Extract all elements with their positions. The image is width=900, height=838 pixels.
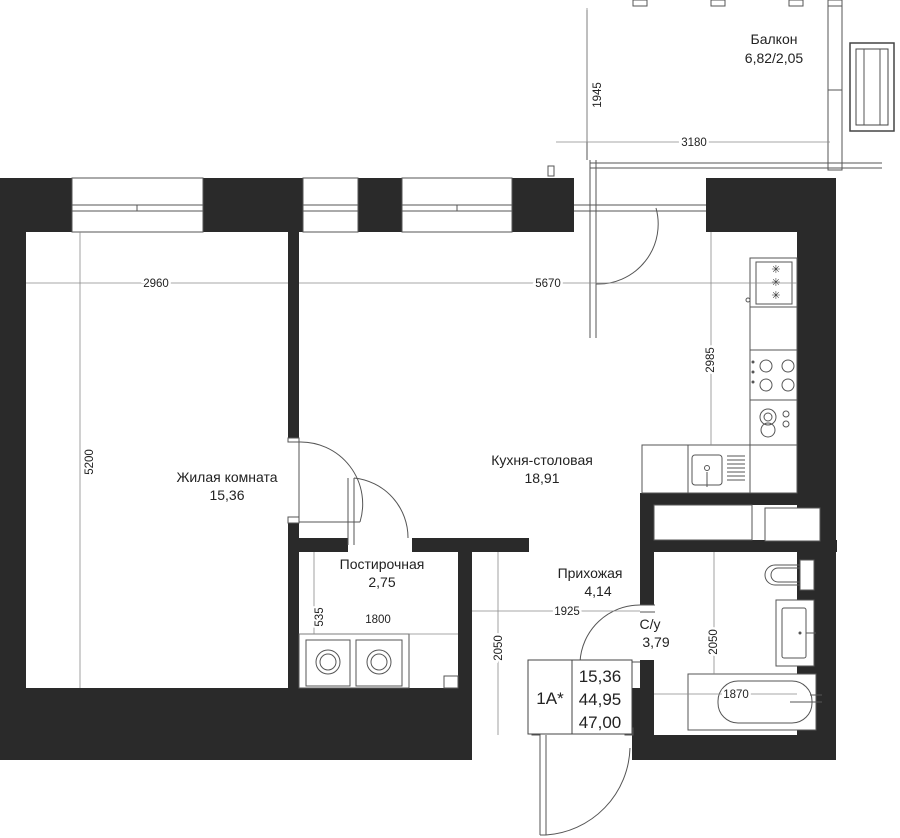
- balcony-dimensions: 1945 3180: [556, 8, 830, 152]
- door-laundry: [347, 477, 409, 545]
- apartment-living-area: 15,36: [579, 667, 622, 686]
- wall-laundry-top-right: [412, 538, 529, 552]
- washbasin-icon: [775, 599, 816, 667]
- window-living: [71, 177, 204, 233]
- laundry-area: 2,75: [368, 574, 395, 590]
- wall-top-pier-2: [358, 178, 402, 232]
- dim-laundry-width: 1800: [365, 614, 391, 626]
- toilet-icon: [764, 559, 815, 591]
- window-kitchen-1: [302, 177, 359, 233]
- dim-living-depth: 5200: [84, 449, 96, 475]
- dim-kitchen-depth: 2985: [705, 347, 717, 373]
- wall-laundry-left: [288, 522, 299, 688]
- wall-left: [0, 178, 26, 738]
- dimension-lines: 2960 5670 5200 2985 535 1800 1925 2050 2…: [26, 232, 797, 735]
- wall-laundry-top-left: [288, 538, 348, 552]
- wall-partition-living-kitchen: [288, 232, 299, 440]
- balcony-area: 6,82/2,05: [745, 50, 804, 66]
- washing-machine-1: [305, 639, 351, 687]
- windows: [71, 160, 706, 338]
- cooktop: [751, 359, 795, 392]
- info-box-frame: [527, 659, 633, 735]
- wall-bath-left-lower: [640, 660, 654, 700]
- wall-bath-mid: [640, 540, 837, 552]
- washing-machine-2: [355, 639, 403, 687]
- apartment-area-with-balcony: 47,00: [579, 713, 622, 732]
- balcony-name: Балкон: [751, 31, 798, 47]
- wall-bottom-right: [632, 735, 836, 760]
- living-room-name: Жилая комната: [176, 469, 277, 485]
- wall-top-pier-1: [203, 178, 303, 232]
- balcony-rack: [849, 42, 895, 132]
- bathroom-fixtures: [687, 559, 822, 731]
- dim-kitchen-width: 5670: [535, 278, 561, 290]
- dim-laundry-depth: 535: [314, 607, 326, 626]
- apartment-total-area: 44,95: [579, 690, 622, 709]
- door-entrance: [531, 727, 634, 836]
- hall-area: 4,14: [584, 583, 611, 599]
- kitchen-furniture: ✳ ✳ ✳: [641, 257, 821, 542]
- wall-right: [797, 178, 836, 760]
- dim-balcony-height: 1945: [592, 82, 604, 108]
- dim-living-width: 2960: [143, 278, 169, 290]
- wall-bath-bottom-left: [632, 688, 654, 760]
- window-balcony-door: [547, 160, 706, 338]
- door-living: [287, 437, 364, 524]
- dim-hall-width: 1925: [554, 606, 580, 618]
- svg-text:✳: ✳: [771, 290, 780, 302]
- hall-name: Прихожая: [558, 565, 623, 581]
- apartment-info-box: 1А* 15,36 44,95 47,00: [527, 659, 633, 735]
- balcony-railing: [827, 0, 843, 171]
- bathroom-name: С/у: [640, 616, 661, 632]
- dim-bath-width: 1870: [723, 689, 749, 701]
- window-kitchen-2: [401, 177, 513, 233]
- dim-balcony-width: 3180: [681, 137, 707, 149]
- wall-bath-top: [640, 493, 797, 505]
- kitchen-area: 18,91: [524, 470, 559, 486]
- balcony-glazing-mark: [632, 0, 648, 7]
- bathroom-area: 3,79: [642, 634, 669, 650]
- wall-laundry-right: [458, 552, 472, 688]
- living-room-area: 15,36: [209, 487, 244, 503]
- balcony-glazing-mark: [710, 0, 726, 7]
- laundry-name: Постирочная: [340, 556, 425, 572]
- apartment-type: 1А*: [536, 689, 564, 708]
- laundry-appliances: [298, 633, 459, 689]
- dishes-icon: [759, 408, 790, 438]
- room-labels: Жилая комната 15,36 Кухня-столовая 18,91…: [176, 452, 669, 650]
- kitchen-sink: [691, 454, 745, 487]
- balcony: Балкон 6,82/2,05: [586, 0, 895, 171]
- dim-bath-depth: 2050: [708, 629, 720, 655]
- hall-cabinet: [764, 507, 821, 542]
- balcony-glazing-mark: [788, 0, 804, 7]
- kitchen-name: Кухня-столовая: [491, 452, 593, 468]
- wall-bottom-left: [0, 688, 472, 760]
- balcony-rack-inner: [855, 48, 889, 126]
- bathtub-icon: [687, 673, 822, 731]
- wall-top-pier-3: [512, 178, 574, 232]
- dim-hall-depth: 2050: [493, 635, 505, 661]
- hall-wardrobe: [653, 504, 753, 541]
- svg-text:✳: ✳: [771, 264, 780, 276]
